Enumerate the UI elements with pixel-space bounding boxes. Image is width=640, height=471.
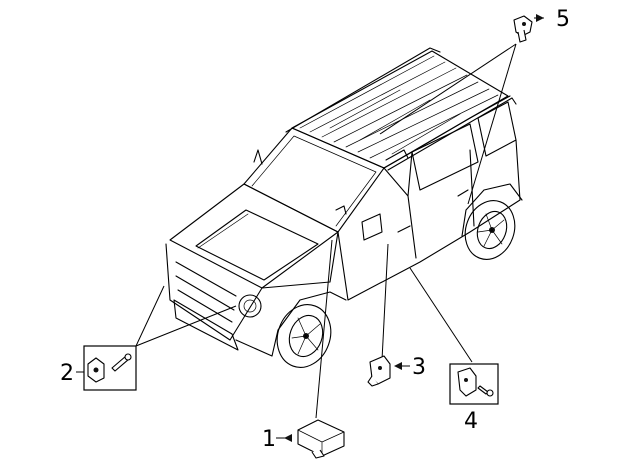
- callout-5: 5: [556, 7, 570, 32]
- part-2-front-impact-sensor: 2: [60, 345, 137, 391]
- part-4-side-impact-sensor: 4: [449, 363, 499, 434]
- arrow-3-icon: [394, 362, 402, 370]
- callout-4: 4: [464, 409, 478, 434]
- part-3-side-impact-sensor: 3: [367, 355, 426, 387]
- arrow-5-icon: [536, 14, 544, 22]
- callout-2: 2: [60, 361, 74, 386]
- callout-1: 1: [262, 427, 276, 452]
- bolt-icon: [111, 353, 132, 372]
- front-impact-sensor-icon: [87, 357, 105, 383]
- part-1-airbag-control-module: 1: [262, 419, 345, 459]
- airbag-control-module-icon: [297, 419, 345, 459]
- callout-2-box: [83, 345, 137, 391]
- side-impact-sensor-icon: [457, 367, 477, 397]
- callout-3: 3: [412, 355, 426, 380]
- screw-icon: [477, 385, 494, 397]
- side-impact-sensor-icon: [367, 355, 391, 387]
- rear-impact-sensor-icon: [513, 15, 533, 43]
- arrow-1-icon: [284, 434, 292, 442]
- part-5-rear-impact-sensor: 5: [513, 7, 570, 43]
- vehicle-illustration: [165, 47, 523, 368]
